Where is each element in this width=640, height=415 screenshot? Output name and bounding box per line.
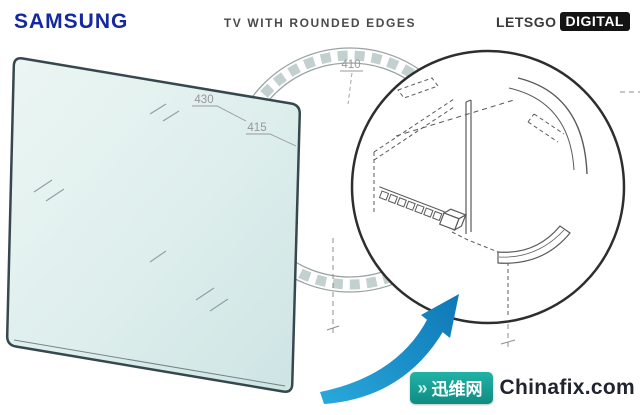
page-title: TV WITH ROUNDED EDGES bbox=[223, 16, 417, 30]
digital-badge: DIGITAL bbox=[559, 12, 630, 31]
letsgodigital-logo: LETSGO DIGITAL bbox=[496, 12, 630, 31]
watermark-badge-text: 迅维网 bbox=[431, 380, 483, 399]
reference-labels: 430 415 410 bbox=[192, 59, 363, 147]
magnifier-circle bbox=[350, 49, 626, 325]
dimension-lines bbox=[326, 91, 640, 350]
samsung-wordmark: SAMSUNG bbox=[14, 10, 129, 33]
ref-label-415: 415 bbox=[247, 122, 266, 134]
watermark-site-text: Chinafix.com bbox=[499, 376, 635, 399]
ref-label-430: 430 bbox=[194, 94, 213, 106]
watermark-badge: » 迅维网 bbox=[409, 372, 493, 404]
magnifier-detail bbox=[373, 77, 588, 318]
glass-reflections bbox=[33, 103, 229, 312]
tv-panel bbox=[5, 57, 302, 393]
watermark: » 迅维网 Chinafix.com bbox=[409, 372, 635, 404]
chevrons-icon: » bbox=[417, 377, 428, 398]
zoom-arrow-icon bbox=[320, 294, 459, 404]
ref-label-410: 410 bbox=[341, 59, 360, 71]
letsgo-text: LETSGO bbox=[495, 13, 557, 30]
